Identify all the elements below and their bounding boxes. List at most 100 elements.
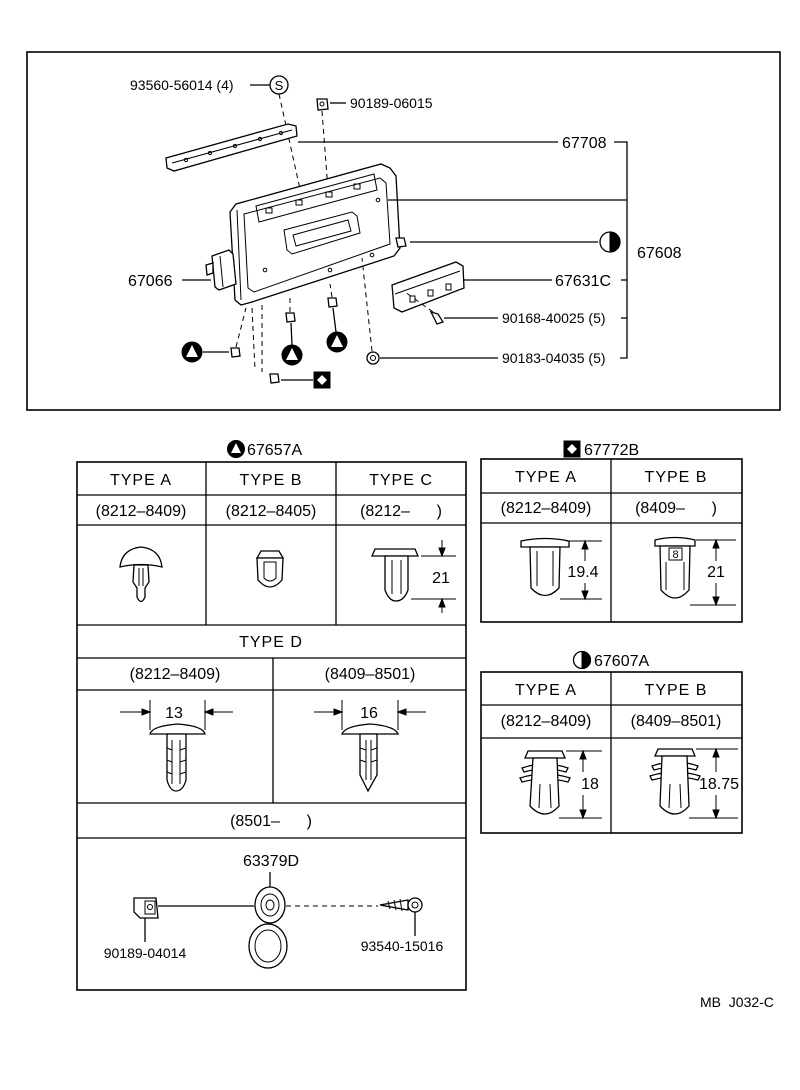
title-67657a: 67657A [247, 442, 302, 459]
grommet-top-mid [260, 893, 280, 917]
strip-hole [257, 136, 263, 142]
type-b-range: (8409– ) [635, 500, 717, 517]
label-67631c: 67631C [555, 273, 611, 290]
clip-square [269, 373, 280, 384]
clip-left [230, 347, 241, 358]
clip-head [654, 536, 696, 547]
grommet-assembly: 63379D 90189-04014 93540-15016 [104, 853, 444, 969]
screw-upper-head [395, 237, 407, 248]
clip-67772b-b-drawing: 8 21 [654, 536, 736, 607]
clip-a-cap [119, 546, 163, 568]
dim-arrowhead [712, 747, 720, 758]
half-circle-icon [572, 650, 592, 670]
clip-b-inner [263, 561, 277, 582]
clip-slot [538, 783, 552, 809]
dim-arrowhead [581, 539, 589, 550]
dim-67607a-a: 18 [581, 776, 599, 793]
label-63379d: 63379D [243, 853, 299, 870]
s-in-circle-icon: S [269, 75, 289, 95]
clip-mark-box [668, 547, 683, 561]
label-67608: 67608 [637, 245, 682, 262]
triangle-in-circle-icon [281, 344, 303, 366]
grommet-ring-inner [254, 929, 282, 963]
half-circle-fill [581, 650, 591, 670]
board-slot [265, 207, 273, 214]
dash-screw-to-bracket [404, 291, 434, 313]
part-trim-board [229, 163, 401, 306]
footer-code: MB J032-C [700, 994, 774, 1010]
grommet-top-outer [254, 886, 286, 924]
diamond-glyph [317, 375, 327, 385]
board-hole [369, 252, 375, 258]
part-67631c-tab [445, 283, 452, 291]
clip-type-d1-drawing: 13 [120, 700, 233, 792]
dim-type-c: 21 [432, 570, 450, 587]
board-outline [229, 163, 401, 306]
label-93560-56014: 93560-56014 (4) [130, 77, 234, 93]
clip-middle [285, 312, 296, 323]
strip-edge [171, 129, 293, 164]
clip-b-head [255, 550, 285, 559]
part-screw-upper [395, 237, 407, 248]
dim-arrowhead [438, 597, 446, 608]
dim-67772b-a: 19.4 [567, 564, 598, 581]
label-67066: 67066 [128, 273, 173, 290]
clip-slot [536, 551, 554, 586]
part-67066-edge [219, 255, 224, 288]
clip-c-cap [371, 548, 419, 557]
part-67631c [391, 261, 465, 313]
clip-d1-stem [166, 733, 187, 792]
triangle-in-circle-icon [326, 331, 348, 353]
label-93540-15016: 93540-15016 [361, 938, 444, 954]
table-67657a-frame [76, 461, 467, 991]
type-c-header: TYPE C [369, 472, 433, 489]
clip-body [529, 546, 561, 597]
nut-90189-06015 [316, 98, 329, 111]
nut-90189-06015-hole [319, 101, 325, 107]
nut-90183-inner [370, 355, 376, 361]
clip-67772b-section: 67772B TYPE A TYPE B (8212–8409) (8409– … [480, 440, 743, 623]
board-hole [375, 197, 381, 203]
label-67708: 67708 [562, 135, 607, 152]
title-67772b: 67772B [584, 442, 639, 459]
exploded-view-frame [26, 51, 781, 411]
clip-67607a-section: 67607A TYPE A TYPE B (8212–8409) (8409–8… [480, 650, 743, 834]
label-90189-04014: 90189-04014 [104, 945, 187, 961]
diamond-glyph [567, 444, 577, 454]
dash-board-down-2 [251, 307, 256, 371]
part-67631c-tab [427, 289, 434, 297]
clip-d1-ribs [166, 740, 187, 784]
type-a-header: TYPE A [515, 682, 577, 699]
board-window [283, 211, 361, 255]
nut-90189-04014 [133, 897, 159, 919]
dim-67607a-b: 18.75 [699, 776, 739, 793]
exploded-view: 93560-56014 (4) S 90189-06015 67708 [26, 51, 781, 411]
board-slot [295, 199, 303, 206]
board-window-inner [292, 219, 352, 247]
clip-67657a-section: 67657A TYPE A TYPE B TYPE C (8212–8409) … [76, 440, 467, 991]
clip-head [524, 750, 566, 759]
label-90189-06015: 90189-06015 [350, 95, 433, 111]
board-hole [262, 267, 268, 273]
clip-d2-cap [341, 723, 399, 735]
dim-67772b-b: 21 [707, 564, 725, 581]
part-67631c-outline [391, 261, 465, 313]
dim-arrowhead [581, 590, 589, 601]
half-circle-icon [599, 231, 621, 253]
dim-arrowhead [141, 708, 152, 716]
nut-90189-04014-face [144, 900, 156, 915]
part-90168-40025 [429, 310, 444, 325]
board-slot [353, 183, 361, 190]
dim-arrowhead [438, 547, 446, 558]
screw-93540-head [407, 897, 423, 913]
clip-d1-cap [149, 723, 206, 735]
dim-type-d1: 13 [165, 705, 183, 722]
type-b-range: (8409–8501) [631, 713, 722, 730]
bracket-67608 [614, 141, 628, 359]
board-depth-edge [236, 209, 242, 301]
nut-90183-outer [366, 351, 380, 365]
triangle-glyph [186, 345, 198, 357]
dim-arrowhead [712, 809, 720, 820]
clip-slot [665, 562, 685, 590]
s-symbol-letter: S [275, 78, 284, 93]
